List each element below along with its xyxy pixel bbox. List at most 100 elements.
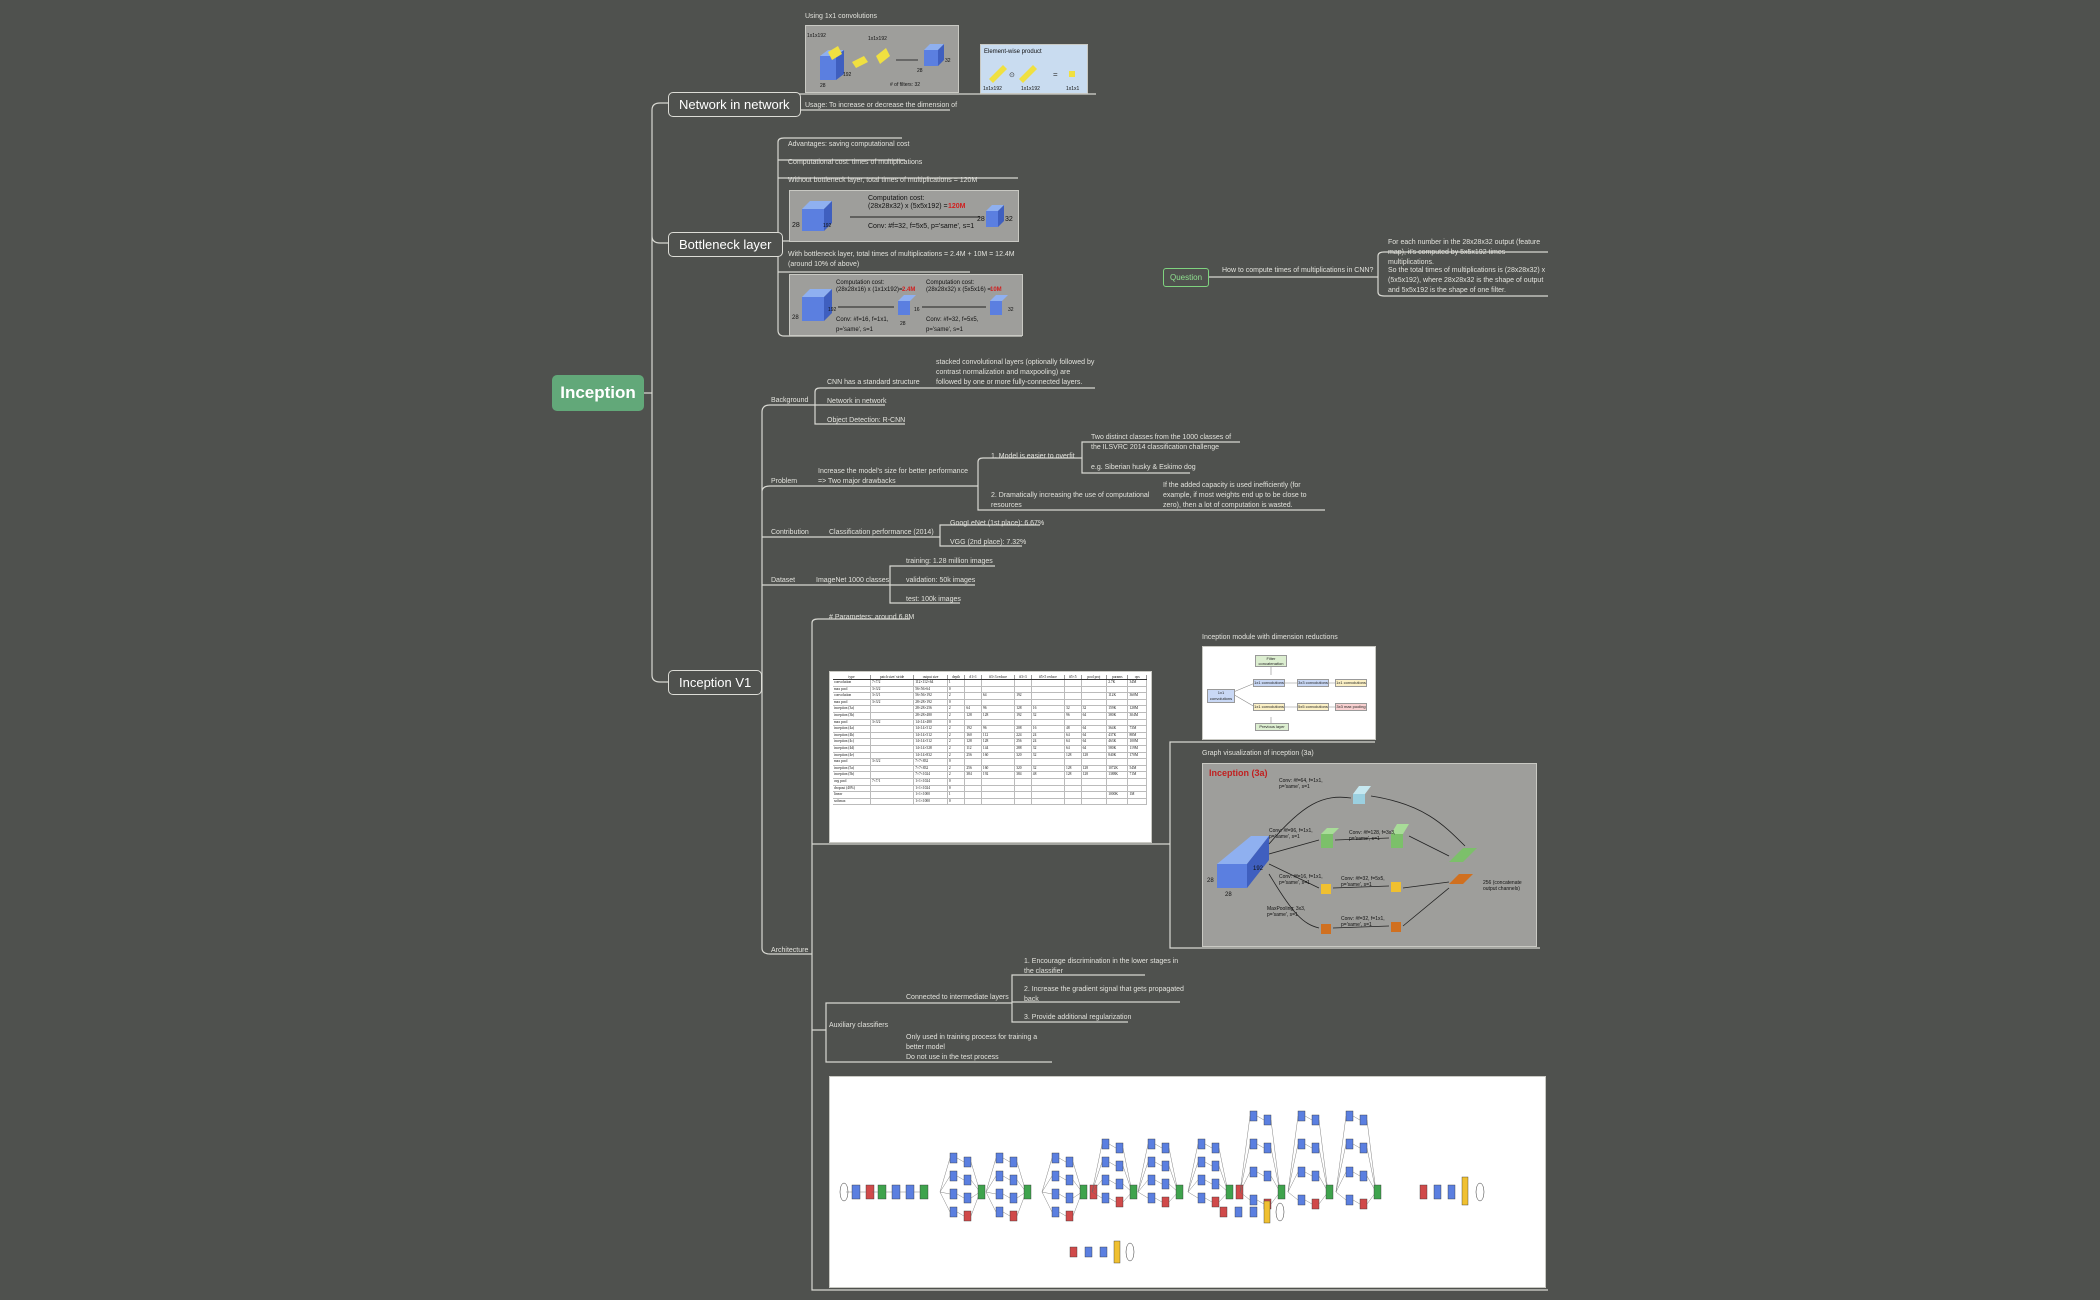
table-header: #5×5 reduce	[1031, 675, 1066, 680]
table-cell	[1081, 798, 1108, 806]
table-cell: 170M	[1127, 752, 1147, 760]
table-cell: 0	[947, 686, 966, 694]
table-cell: 1M	[1127, 791, 1147, 799]
inception-branch	[1359, 1142, 1368, 1154]
table-cell	[870, 725, 915, 733]
table-cell: 14×14×512	[913, 725, 948, 733]
pool-layer	[1235, 1184, 1244, 1200]
graph-edge	[1091, 1161, 1103, 1193]
table-cell	[870, 798, 915, 806]
table-cell	[1127, 798, 1147, 806]
fig-b-eq1: (28x28x16) x (1x1x192)=	[836, 287, 903, 293]
graph-edge	[1108, 1197, 1117, 1203]
table-cell: 64	[1064, 745, 1082, 753]
inception-branch	[963, 1210, 972, 1222]
fig-b-eq2: (28x28x32) x (5x5x16) =	[926, 287, 991, 293]
graph-e: Conv: #f=32, f=5x5, p='same', s=1	[1341, 876, 1385, 888]
graph-edge	[1108, 1161, 1117, 1167]
node-bottleneck-layer[interactable]: Bottleneck layer	[668, 232, 783, 257]
table-cell: 32	[1081, 705, 1108, 713]
aux-reason-2: 2. Increase the gradient signal that get…	[1024, 986, 1184, 1003]
table-cell: 320	[1014, 765, 1032, 773]
graph-d: Conv: #f=16, f=1x1, p='same', s=1	[1279, 874, 1323, 886]
graph-edge	[1091, 1143, 1103, 1193]
table-cell: 2	[947, 705, 966, 713]
node-inception-v1[interactable]: Inception V1	[668, 670, 763, 695]
nin-figure-1x1: 1x1x192 1x1x192 # of filters: 32 28 192 …	[805, 25, 959, 93]
node-question[interactable]: Question	[1163, 268, 1210, 287]
stem-layer	[905, 1184, 915, 1200]
inception-branch	[1115, 1142, 1124, 1154]
table-cell	[981, 785, 1016, 793]
table-cell: 112	[964, 745, 982, 753]
table-cell	[1081, 679, 1108, 687]
table-cell: 128	[1064, 765, 1082, 773]
table-cell	[1081, 778, 1108, 786]
table-cell: 32	[1031, 745, 1066, 753]
graph-edge	[1041, 1175, 1053, 1193]
inception-branch	[1359, 1170, 1368, 1182]
table-cell: 128	[964, 738, 982, 746]
table-cell	[981, 798, 1016, 806]
graph-edge	[1002, 1193, 1011, 1199]
graph-edge	[1318, 1119, 1329, 1193]
nin-fig2-l1: 1x1x192	[983, 86, 1002, 92]
module-conv1-left: 1x1 convolutions	[1207, 689, 1235, 703]
graph-edge	[1352, 1115, 1361, 1121]
graph-edge	[956, 1211, 965, 1217]
table-cell	[1064, 699, 1082, 707]
fig-b-d2: 192	[828, 307, 837, 313]
table-header: type	[833, 675, 871, 680]
nin-figure-elementwise: Element-wise product ⊙= 1x1x192 1x1x192 …	[980, 44, 1088, 94]
fig-b-conv1: Conv: #f=16, f=1x1, p='same', s=1	[836, 317, 889, 333]
problem-compute-detail: If the added capacity is used inefficien…	[1163, 482, 1307, 509]
graph-edge	[1318, 1147, 1329, 1193]
table-cell: 256	[964, 752, 982, 760]
stem-layer	[891, 1184, 901, 1200]
table-cell	[870, 771, 915, 779]
table-cell: 128	[964, 712, 982, 720]
inception-branch	[1197, 1156, 1206, 1168]
table-cell	[981, 719, 1016, 727]
table-cell	[981, 758, 1016, 766]
table-cell: 2.7K	[1106, 679, 1129, 687]
table-cell: 192	[1014, 712, 1032, 720]
table-cell: linear	[833, 791, 871, 799]
table-cell	[1031, 686, 1066, 694]
inception-branch	[1101, 1156, 1110, 1168]
inception-branch	[1115, 1196, 1124, 1208]
table-header: output size	[913, 675, 948, 680]
graph-edge	[1335, 1191, 1347, 1201]
graph-edge	[1204, 1143, 1213, 1149]
graph-edge	[1058, 1175, 1067, 1181]
table-cell: 128	[1064, 752, 1082, 760]
inception-branch	[949, 1152, 958, 1164]
table-cell: 112	[981, 732, 1016, 740]
table-cell: max pool	[833, 719, 871, 727]
table-cell: 160	[981, 765, 1016, 773]
graph-edge	[1002, 1175, 1011, 1181]
graph-edge	[1304, 1115, 1313, 1121]
aux-pool	[1219, 1206, 1228, 1218]
table-cell: 192	[981, 771, 1016, 779]
fig-b-cost2: Computation cost:	[926, 280, 975, 286]
inception-branch	[963, 1174, 972, 1186]
graph-edge	[1187, 1191, 1199, 1199]
inception-branch	[1147, 1174, 1156, 1186]
node-network-in-network[interactable]: Network in network	[668, 92, 801, 117]
inception-branch	[1197, 1174, 1206, 1186]
root-node[interactable]: Inception	[552, 375, 644, 411]
graph-h: 256 (concatenate output channels)	[1483, 880, 1522, 892]
table-cell	[1064, 692, 1082, 700]
question-answer-2: So the total times of multiplications is…	[1388, 267, 1546, 294]
graph-edge	[1154, 1179, 1163, 1185]
fig-a-d2: 192	[823, 223, 832, 229]
aux-conv	[1234, 1206, 1243, 1218]
graph-terminal	[1275, 1202, 1285, 1222]
inception-branch	[1211, 1142, 1220, 1154]
table-cell: 28×28×192	[913, 699, 948, 707]
graph-caption: Graph visualization of inception (3a)	[1202, 750, 1314, 757]
table-cell: convolution	[833, 692, 871, 700]
module-prev: Previous layer	[1255, 723, 1289, 731]
